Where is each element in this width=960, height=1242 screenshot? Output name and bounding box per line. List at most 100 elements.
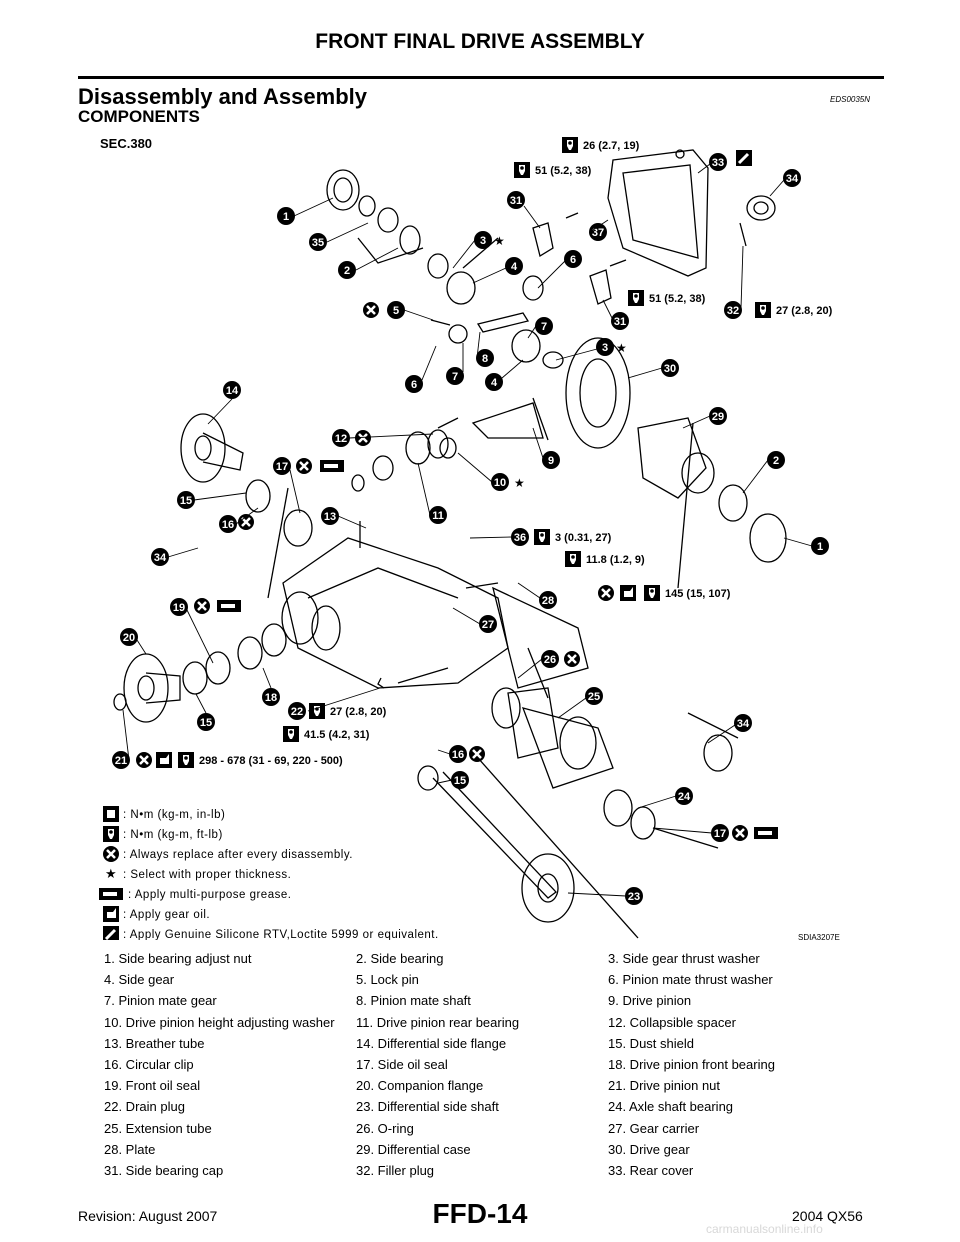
svg-text:2: 2	[344, 265, 350, 277]
svg-text:6: 6	[570, 254, 576, 266]
svg-text:: Apply gear oil.: : Apply gear oil.	[123, 909, 210, 921]
parts-list-item: 12. Collapsible spacer	[608, 1014, 736, 1030]
svg-text:34: 34	[786, 173, 799, 185]
exploded-view-diagram: SEC.380	[99, 136, 840, 940]
symbol-marks: ★ ★ ★	[134, 148, 778, 843]
parts-list-item: 21. Drive pinion nut	[608, 1078, 721, 1094]
svg-text:51 (5.2, 38): 51 (5.2, 38)	[535, 165, 592, 177]
svg-text:27 (2.8, 20): 27 (2.8, 20)	[330, 706, 387, 718]
svg-text:145 (15, 107): 145 (15, 107)	[665, 588, 731, 600]
svg-text:9: 9	[548, 455, 554, 467]
parts-list-item: 3. Side gear thrust washer	[608, 951, 760, 966]
svg-text:32: 32	[727, 305, 739, 317]
header-rule	[78, 76, 884, 79]
svg-text:15: 15	[180, 495, 192, 507]
svg-text:2: 2	[773, 455, 779, 467]
svg-text:7: 7	[541, 321, 547, 333]
parts-list-item: 7. Pinion mate gear	[104, 993, 217, 1009]
svg-text:29: 29	[712, 411, 724, 423]
parts-list-item: 33. Rear cover	[608, 1162, 694, 1178]
svg-text:16: 16	[452, 749, 464, 761]
subsection-title: COMPONENTS	[78, 107, 200, 126]
parts-list-item: 16. Circular clip	[104, 1056, 194, 1072]
svg-text:: Select with proper thickness: : Select with proper thickness.	[123, 869, 291, 881]
svg-text:3 (0.31, 27): 3 (0.31, 27)	[555, 532, 612, 544]
svg-text:15: 15	[454, 775, 466, 787]
svg-text:33: 33	[712, 157, 724, 169]
svg-text:4: 4	[491, 377, 498, 389]
parts-list-item: 24. Axle shaft bearing	[608, 1099, 734, 1115]
svg-text:★: ★	[105, 866, 117, 881]
svg-text:31: 31	[510, 195, 522, 207]
parts-list-item: 23. Differential side shaft	[356, 1099, 499, 1115]
figure-id: SDIA3207E	[798, 933, 840, 940]
parts-list-item: 32. Filler plug	[356, 1162, 435, 1178]
parts-list-item: 8. Pinion mate shaft	[356, 993, 471, 1009]
parts-list-item: 17. Side oil seal	[356, 1056, 448, 1072]
svg-text:: Apply Genuine Silicone RTV,L: : Apply Genuine Silicone RTV,Loctite 599…	[123, 929, 439, 940]
svg-text:: Apply multi-purpose grease.: : Apply multi-purpose grease.	[128, 889, 291, 901]
page-header-title: FRONT FINAL DRIVE ASSEMBLY	[315, 30, 645, 53]
parts-list-item: 19. Front oil seal	[104, 1078, 201, 1094]
svg-text:34: 34	[154, 552, 167, 564]
svg-text:6: 6	[411, 379, 417, 391]
svg-text:37: 37	[592, 227, 604, 239]
svg-text:20: 20	[123, 632, 135, 644]
svg-text:★: ★	[514, 476, 525, 490]
leader-lines	[122, 163, 813, 897]
svg-text:25: 25	[588, 691, 600, 703]
parts-list-item: 28. Plate	[104, 1141, 156, 1157]
svg-text:41.5 (4.2, 31): 41.5 (4.2, 31)	[304, 729, 370, 741]
watermark: carmanualsonline.info	[706, 1222, 823, 1236]
svg-text:18: 18	[265, 692, 277, 704]
parts-list-item: 13. Breather tube	[104, 1035, 205, 1051]
svg-text:4: 4	[511, 261, 518, 273]
svg-text:28: 28	[542, 595, 554, 607]
parts-list-item: 14. Differential side flange	[356, 1035, 507, 1051]
svg-text:11: 11	[432, 510, 444, 522]
svg-text:298 - 678 (31 - 69, 220 - 500): 298 - 678 (31 - 69, 220 - 500)	[199, 755, 343, 767]
section-title: Disassembly and Assembly	[78, 84, 367, 109]
svg-text:1: 1	[283, 211, 289, 223]
svg-text:31: 31	[614, 316, 626, 328]
svg-text:: Always replace after every d: : Always replace after every disassembly…	[123, 849, 353, 861]
svg-text:21: 21	[115, 755, 127, 767]
svg-text:30: 30	[664, 363, 676, 375]
svg-text:11.8 (1.2, 9): 11.8 (1.2, 9)	[586, 554, 645, 566]
parts-list-item: 9. Drive pinion	[608, 993, 692, 1009]
parts-list-item: 18. Drive pinion front bearing	[608, 1056, 775, 1072]
svg-text:7: 7	[452, 371, 458, 383]
parts-list-item: 2. Side bearing	[356, 951, 444, 966]
svg-text:51 (5.2, 38): 51 (5.2, 38)	[649, 293, 706, 305]
parts-list-item: 25. Extension tube	[104, 1120, 212, 1136]
part-markers: 1 35 2 33 34 31 37 3 4 6 5 7 31 32 8 3 6…	[112, 153, 829, 905]
parts-list-item: 29. Differential case	[356, 1141, 471, 1157]
parts-list: 1. Side bearing adjust nut 2. Side bearin…	[104, 948, 884, 1181]
svg-text:17: 17	[714, 828, 726, 840]
svg-text:16: 16	[222, 519, 234, 531]
svg-text:★: ★	[616, 341, 627, 355]
svg-text:26 (2.7, 19): 26 (2.7, 19)	[583, 140, 640, 152]
svg-text:8: 8	[482, 353, 488, 365]
svg-text:3: 3	[480, 235, 486, 247]
parts-list-item: 20. Companion flange	[356, 1078, 484, 1094]
parts-drawing	[113, 149, 787, 939]
svg-text:1: 1	[817, 541, 823, 553]
svg-text:3: 3	[602, 342, 608, 354]
svg-text:24: 24	[678, 791, 691, 803]
parts-list-item: 31. Side bearing cap	[104, 1162, 224, 1178]
svg-text:34: 34	[737, 718, 750, 730]
parts-list-item: 26. O-ring	[356, 1120, 414, 1136]
parts-list-item: 30. Drive gear	[608, 1141, 690, 1157]
footer-model: 2004 QX56	[792, 1208, 863, 1224]
parts-list-item: 5. Lock pin	[356, 972, 419, 988]
parts-list-item: 15. Dust shield	[608, 1035, 694, 1051]
parts-list-item: 1. Side bearing adjust nut	[104, 951, 252, 966]
svg-text:26: 26	[544, 654, 556, 666]
svg-text:17: 17	[276, 461, 288, 473]
svg-text:14: 14	[226, 385, 239, 397]
parts-grid: 1. Side bearing adjust nut 2. Side bearin…	[104, 948, 884, 1181]
svg-text:12: 12	[335, 433, 347, 445]
footer-revision: Revision: August 2007	[78, 1208, 218, 1224]
parts-list-item: 27. Gear carrier	[608, 1120, 700, 1136]
